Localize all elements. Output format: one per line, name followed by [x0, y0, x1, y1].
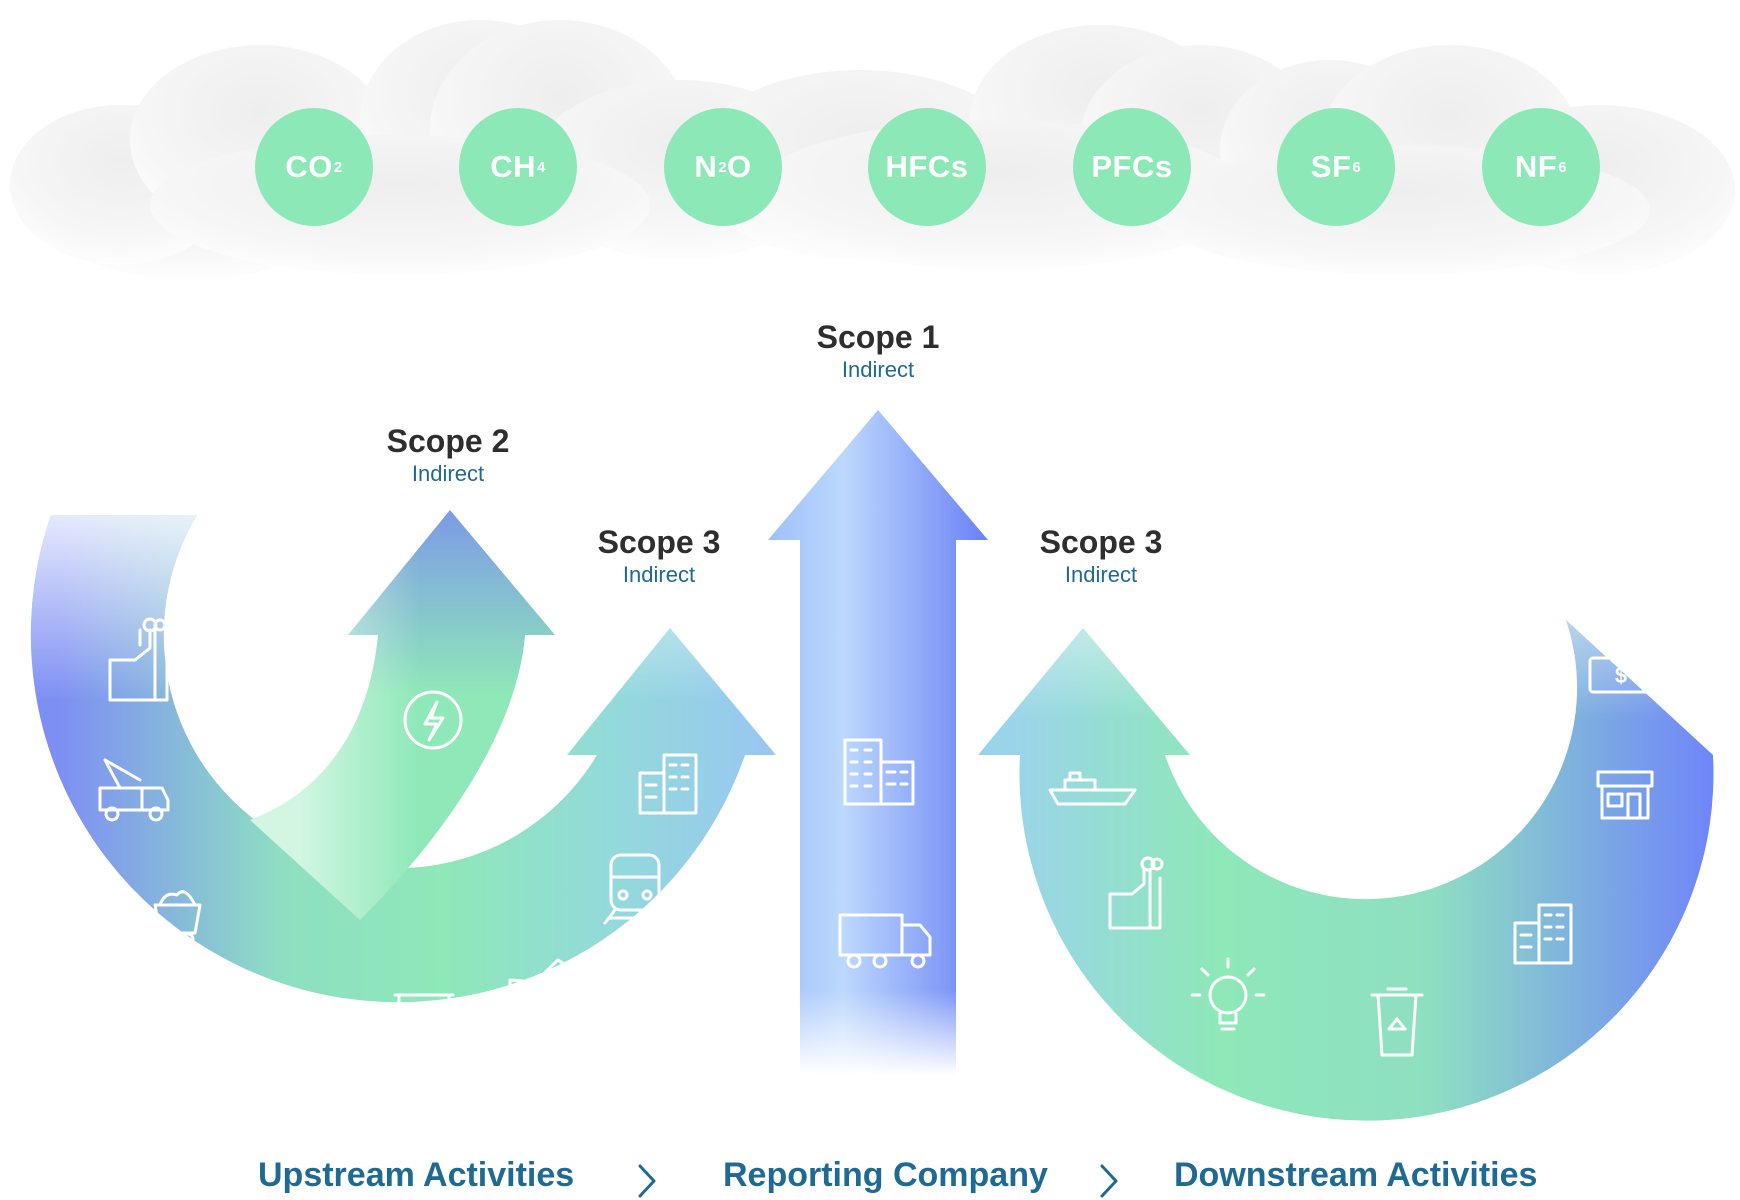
train-icon: [603, 853, 667, 925]
scope-subtitle: Indirect: [1064, 562, 1138, 587]
recycling-bin-icon: [1370, 987, 1424, 1057]
scope2-arrow: [250, 510, 555, 920]
gas-label: CO: [285, 149, 333, 184]
scope-title: Scope 2: [386, 423, 510, 459]
gas-label-tail: O: [727, 149, 752, 184]
gas-subscript: 2: [333, 158, 343, 176]
scope-title: Scope 3: [1039, 524, 1163, 560]
downstream-arc-arrow: [978, 620, 1714, 1121]
scope2-label: Scope 2 Indirect: [318, 422, 578, 488]
scope1-label: Scope 1 Indirect: [748, 318, 1008, 384]
gas-label: NF: [1514, 149, 1558, 184]
scope-subtitle: Indirect: [622, 562, 696, 587]
factory-icon: [108, 617, 169, 702]
recycling-bin-icon: [393, 993, 455, 1051]
scope-title: Scope 3: [597, 524, 721, 560]
dollar-sign-icon: $: [1615, 663, 1627, 688]
office-building-icon: [638, 753, 698, 815]
gas-label: PFCs: [1091, 149, 1173, 184]
cloud-background: [10, 20, 1735, 280]
upstream-activities-label: Upstream Activities: [258, 1156, 575, 1194]
crane-truck-icon: [98, 758, 170, 822]
gas-label: N: [694, 149, 718, 184]
delivery-truck-icon: [838, 913, 932, 969]
reporting-company-label: Reporting Company: [723, 1156, 1048, 1194]
pfcs-gas-circle: PFCs: [1073, 108, 1191, 226]
upstream-arc-arrow: [30, 515, 776, 1003]
scope3-downstream-label: Scope 3 Indirect: [971, 523, 1231, 589]
storefront-icon: [1596, 770, 1654, 820]
gas-subscript: 4: [536, 158, 546, 176]
gas-subscript: 6: [1352, 158, 1362, 176]
gas-subscript: 2: [718, 158, 728, 176]
office-building-icon: [843, 738, 915, 806]
scope1-arrow: [768, 410, 988, 1075]
chevron-right-icon: [1100, 1164, 1118, 1198]
factory-icon: [1108, 856, 1164, 930]
light-bulb-icon: [1190, 957, 1266, 1031]
gas-subscript: 6: [1558, 158, 1568, 176]
gas-label: CH: [490, 149, 536, 184]
electricity-bolt-icon: [403, 690, 463, 750]
cargo-ship-icon: [238, 986, 327, 1021]
cargo-ship-icon: [1048, 771, 1137, 806]
chevron-right-icon: [638, 1164, 656, 1198]
hfcs-gas-circle: HFCs: [868, 108, 986, 226]
gas-label: HFCs: [885, 149, 969, 184]
airplane-icon: [508, 958, 586, 1024]
scope3-upstream-label: Scope 3 Indirect: [529, 523, 789, 589]
downstream-activities-label: Downstream Activities: [1174, 1156, 1538, 1194]
gas-label: SF: [1310, 149, 1352, 184]
office-building-icon: [1513, 903, 1573, 965]
coal-cart-icon: [153, 890, 202, 946]
scope-subtitle: Indirect: [841, 357, 915, 382]
dollar-bill-icon: [1588, 656, 1654, 694]
scope-subtitle: Indirect: [411, 461, 485, 486]
scope-title: Scope 1: [816, 319, 940, 355]
